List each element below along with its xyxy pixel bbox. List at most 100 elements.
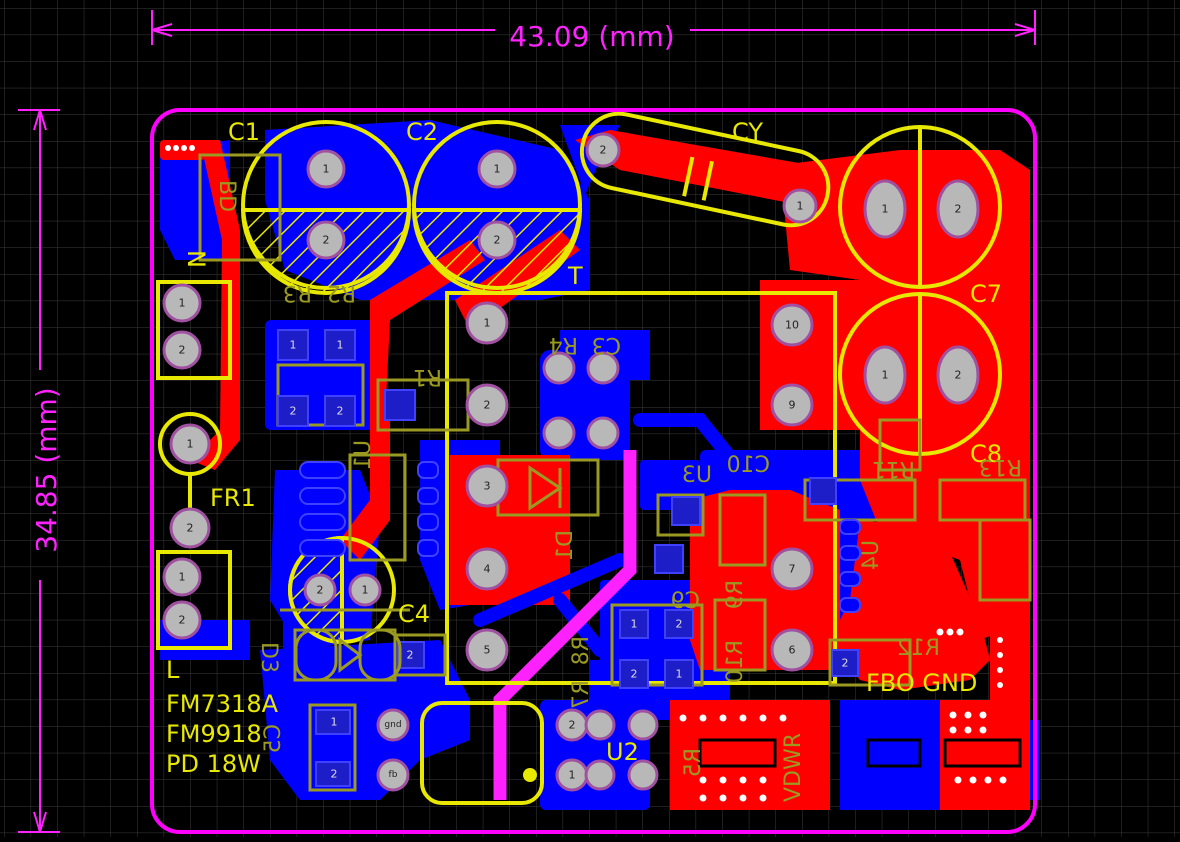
- pad-cy-1: [782, 188, 818, 224]
- svg-text:U1: U1: [351, 440, 376, 470]
- svg-text:2: 2: [600, 144, 607, 157]
- svg-text:R9: R9: [723, 580, 748, 609]
- u2-pin1-marker: [523, 768, 537, 782]
- svg-text:R5: R5: [681, 748, 706, 777]
- svg-text:1: 1: [187, 438, 194, 451]
- pad-c7-1: [863, 179, 907, 239]
- dimension-width: [151, 10, 1036, 45]
- pad-c2-1: [477, 149, 517, 189]
- svg-text:1: 1: [179, 297, 186, 310]
- svg-text:1: 1: [337, 339, 344, 352]
- svg-text:C3: C3: [592, 332, 621, 357]
- pad-t-10: [770, 303, 814, 347]
- pad-fr1-2: [169, 507, 211, 549]
- pad-c1-1: [306, 149, 346, 189]
- text-fbo-gnd: FBO GND: [866, 669, 977, 697]
- svg-text:10: 10: [785, 319, 799, 332]
- traces: [283, 413, 747, 707]
- pad-c8-1: [863, 345, 907, 405]
- pad-t-6: [770, 628, 814, 672]
- pad-c7-2: [936, 179, 980, 239]
- magenta-trace: [493, 450, 637, 800]
- svg-text:2: 2: [331, 768, 338, 781]
- text-line3: PD 18W: [166, 750, 261, 778]
- svg-text:R8: R8: [569, 636, 594, 665]
- svg-text:1: 1: [179, 571, 186, 584]
- label-fr1: FR1: [210, 484, 256, 512]
- text-line2: FM9918: [166, 720, 262, 748]
- svg-text:9: 9: [789, 399, 796, 412]
- pad-c4-2: [303, 573, 337, 607]
- via-array: [165, 145, 1007, 802]
- svg-text:R2: R2: [327, 280, 356, 305]
- svg-text:1: 1: [331, 716, 338, 729]
- svg-text:2: 2: [631, 668, 638, 681]
- svg-text:2: 2: [317, 584, 324, 597]
- svg-text:R12: R12: [897, 636, 940, 661]
- svg-text:2: 2: [569, 719, 576, 732]
- through-hole-pads: [162, 132, 980, 792]
- pad-cy-2: [585, 132, 621, 168]
- svg-text:C5: C5: [261, 724, 286, 753]
- svg-text:1: 1: [676, 668, 683, 681]
- svg-text:1: 1: [494, 163, 501, 176]
- svg-text:2: 2: [955, 369, 962, 382]
- svg-text:U4: U4: [859, 540, 884, 570]
- svg-text:R4: R4: [549, 332, 578, 357]
- svg-text:3: 3: [484, 480, 491, 493]
- pad-l-2: [162, 600, 202, 640]
- pad-n-2: [162, 330, 202, 370]
- svg-text:2: 2: [337, 405, 344, 418]
- svg-text:R3: R3: [283, 280, 312, 305]
- label-c1: C1: [228, 118, 260, 146]
- label-c7: C7: [970, 280, 1002, 308]
- svg-text:VDWR: VDWR: [781, 733, 806, 802]
- pad-u2-gnd: [376, 708, 410, 742]
- svg-text:2: 2: [179, 614, 186, 627]
- soic-pads: [299, 461, 861, 613]
- diode-d1: [528, 465, 563, 511]
- svg-text:C9: C9: [671, 589, 700, 614]
- label-u2: U2: [606, 738, 639, 766]
- svg-text:6: 6: [789, 644, 796, 657]
- pad-t-5: [465, 628, 509, 672]
- svg-text:R7: R7: [569, 680, 594, 709]
- svg-text:5: 5: [484, 644, 491, 657]
- pad-l-1: [162, 557, 202, 597]
- svg-text:R1: R1: [413, 364, 442, 389]
- svg-text:1: 1: [882, 203, 889, 216]
- designators-top: C1 C2 CY C7 C8 T FR1 L C4 U2 N FM7318A F…: [166, 118, 1002, 778]
- pad-fr1-1: [169, 423, 211, 465]
- pad-t-7: [770, 547, 814, 591]
- pad-c8-2: [936, 345, 980, 405]
- svg-text:2: 2: [407, 649, 414, 662]
- svg-text:R10: R10: [723, 640, 748, 683]
- svg-text:2: 2: [842, 657, 849, 670]
- pad-t-3: [465, 464, 509, 508]
- svg-text:1: 1: [569, 769, 576, 782]
- svg-text:4: 4: [484, 563, 491, 576]
- svg-text:D1: D1: [553, 530, 578, 561]
- pad-t-9: [770, 383, 814, 427]
- svg-text:2: 2: [955, 203, 962, 216]
- pad-u2-fb: [376, 758, 410, 792]
- label-c4: C4: [398, 600, 430, 628]
- svg-text:1: 1: [882, 369, 889, 382]
- pad-outlines: [698, 738, 1022, 768]
- svg-text:1: 1: [362, 584, 369, 597]
- svg-text:1: 1: [631, 618, 638, 631]
- pad-t-4: [465, 547, 509, 591]
- svg-text:R13: R13: [979, 454, 1022, 479]
- label-c2: C2: [406, 118, 438, 146]
- pad-c2-2: [477, 220, 517, 260]
- diode-d3: [294, 628, 402, 682]
- pad-n-1: [162, 283, 202, 323]
- svg-text:U3: U3: [682, 463, 712, 488]
- pad-numbers: 1 2 1 2 2 1 1 2 1 2 1 2 1 2 1 2 1 2 3 4 …: [179, 144, 962, 782]
- svg-text:1: 1: [484, 317, 491, 330]
- pad-c1-2: [306, 220, 346, 260]
- svg-text:2: 2: [484, 399, 491, 412]
- svg-text:2: 2: [290, 405, 297, 418]
